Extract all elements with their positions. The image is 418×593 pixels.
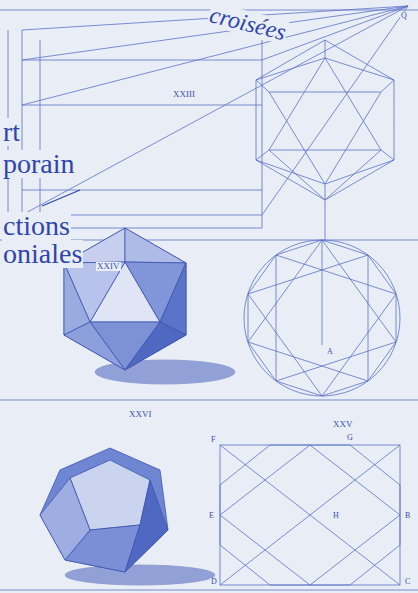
point-letter: D [210,578,218,586]
point-letter: A [326,348,334,356]
point-letter: H [332,512,340,520]
title-word: croisées [206,2,289,45]
title-fragment: oniales [2,240,83,268]
point-letter: G [346,434,354,442]
title-fragment: rt [2,118,21,146]
title-fragment: ctions [2,212,71,240]
point-letter: C [404,578,411,586]
plate-number: XXIV [96,262,121,271]
point-letter: B [404,512,411,520]
title-fragment: porain [2,150,76,178]
point-letter: Q [400,12,408,20]
plate-number: XXIII [172,90,196,99]
point-letter: F [210,436,216,444]
point-letter: E [208,512,215,520]
plate-number: XXVI [128,410,153,419]
plate-number: XXV [332,420,354,429]
